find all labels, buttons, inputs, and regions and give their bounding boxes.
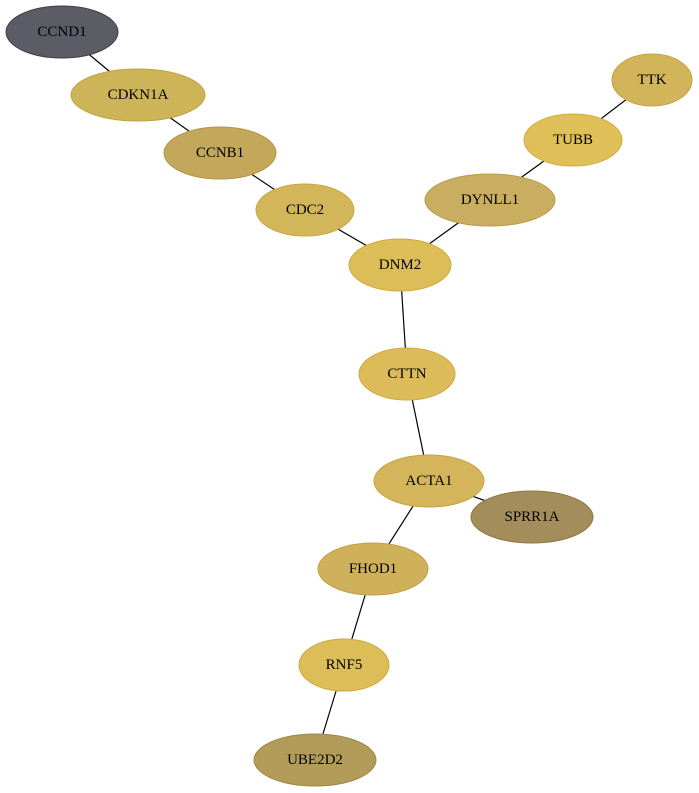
- node-ellipse-fhod1: [317, 542, 429, 596]
- node-label-sprr1a: SPRR1A: [504, 509, 559, 525]
- node-ccnb1: CCNB1: [163, 126, 277, 180]
- node-rnf5: RNF5: [298, 638, 390, 692]
- node-ellipse-ccnb1: [163, 126, 277, 180]
- node-fhod1: FHOD1: [317, 542, 429, 596]
- node-label-rnf5: RNF5: [326, 657, 363, 673]
- node-ttk: TTK: [611, 53, 693, 107]
- node-label-dynll1: DYNLL1: [461, 192, 519, 208]
- node-cdkn1a: CDKN1A: [70, 68, 206, 122]
- node-ellipse-cttn: [358, 347, 456, 401]
- node-label-tubb: TUBB: [553, 132, 593, 148]
- node-label-acta1: ACTA1: [405, 473, 452, 489]
- node-ellipse-cdkn1a: [70, 68, 206, 122]
- node-ellipse-ccnd1: [5, 5, 119, 59]
- node-label-ube2d2: UBE2D2: [287, 752, 343, 768]
- node-label-ccnd1: CCND1: [37, 24, 86, 40]
- node-label-fhod1: FHOD1: [349, 561, 397, 577]
- node-sprr1a: SPRR1A: [470, 490, 594, 544]
- node-ellipse-ttk: [611, 53, 693, 107]
- node-label-cttn: CTTN: [387, 366, 426, 382]
- node-ube2d2: UBE2D2: [253, 733, 377, 787]
- node-cdc2: CDC2: [255, 183, 355, 237]
- node-label-cdkn1a: CDKN1A: [108, 87, 169, 103]
- node-ellipse-tubb: [523, 113, 623, 167]
- node-ellipse-ube2d2: [253, 733, 377, 787]
- node-ccnd1: CCND1: [5, 5, 119, 59]
- node-dnm2: DNM2: [348, 238, 452, 292]
- node-label-ttk: TTK: [637, 72, 666, 88]
- node-ellipse-cdc2: [255, 183, 355, 237]
- node-ellipse-dynll1: [424, 173, 556, 227]
- node-dynll1: DYNLL1: [424, 173, 556, 227]
- node-ellipse-acta1: [373, 454, 485, 508]
- node-ellipse-sprr1a: [470, 490, 594, 544]
- node-label-ccnb1: CCNB1: [196, 145, 244, 161]
- node-tubb: TUBB: [523, 113, 623, 167]
- node-label-dnm2: DNM2: [379, 257, 422, 273]
- node-ellipse-rnf5: [298, 638, 390, 692]
- node-ellipse-dnm2: [348, 238, 452, 292]
- node-cttn: CTTN: [358, 347, 456, 401]
- node-acta1: ACTA1: [373, 454, 485, 508]
- node-label-cdc2: CDC2: [286, 202, 324, 218]
